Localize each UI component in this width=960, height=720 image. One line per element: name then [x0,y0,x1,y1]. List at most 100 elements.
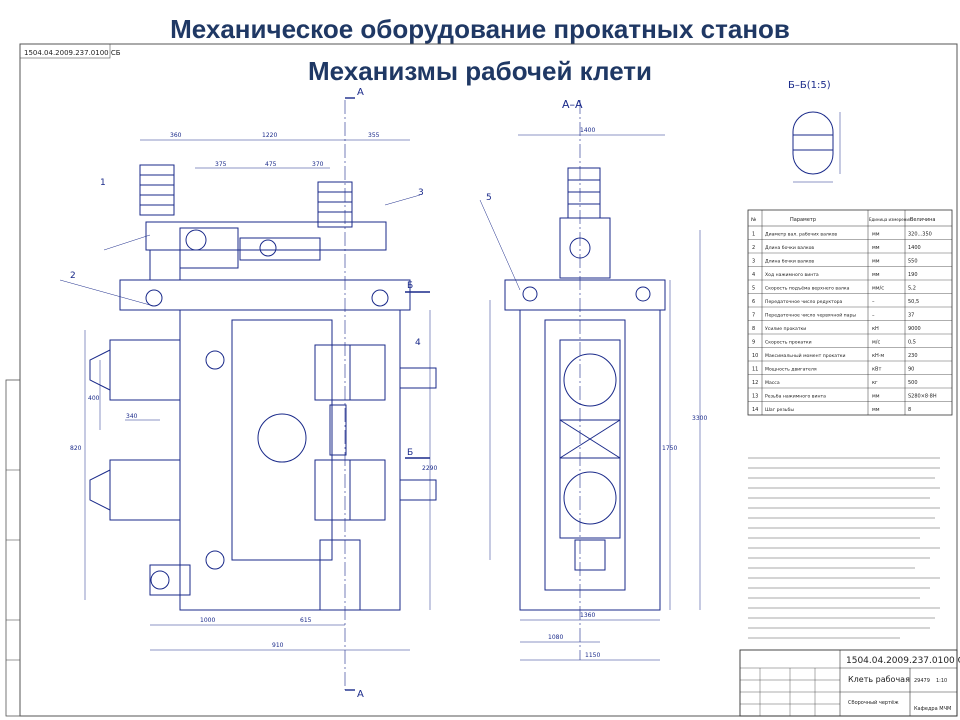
spec-cell-n: 6 [752,299,755,305]
spec-cell-v: 1400 [908,245,921,251]
spec-cell-u: мм [872,272,880,278]
spec-cell-p: Мощность двигателя [765,366,817,372]
spec-cell-u: мм [872,393,880,399]
spec-cell-v: 90 [908,366,914,372]
dim-615: 615 [300,617,312,624]
spec-cell-n: 5 [752,285,755,291]
dim-1000: 1000 [200,617,215,624]
spec-cell-p: Диаметр вал. рабочих валков [765,231,837,237]
callout-1: 1 [100,178,106,188]
spec-cell-u: кг [872,380,878,386]
cut-label-b-top: Б [407,281,413,291]
roll-axis [257,413,307,463]
spec-cell-u: кН·м [872,353,884,359]
stamp-code: 1504.04.2009.237.0100 СБ [846,656,960,666]
spec-cell-p: Длина бочки валков [765,245,814,251]
callout-3: 3 [418,188,424,198]
dim-3300: 3300 [692,415,707,422]
spec-cell-p: Передаточное число редуктора [765,299,843,305]
dim-370: 370 [312,161,324,168]
spec-cell-n: 10 [752,353,758,359]
spec-cell-v: 0,5 [908,339,916,345]
spec-cell-n: 4 [752,272,755,278]
spec-cell-v: 50,5 [908,299,919,305]
lower-shaft-end [399,479,437,501]
spec-cell-n: 11 [752,366,758,372]
spec-cell-v: 320...350 [908,231,932,237]
dim-360: 360 [170,132,182,139]
dim-1750: 1750 [662,445,677,452]
section-aa-view [479,100,701,661]
spec-cell-v: 190 [908,272,918,278]
callout-2: 2 [70,271,76,281]
spec-header-param: Параметр [790,217,816,223]
spec-cell-v: 500 [908,380,918,386]
stamp-scale: 1:10 [936,678,947,684]
section-bb-label: Б–Б(1:5) [788,80,831,91]
sheet-frame [19,43,958,717]
spec-cell-u: мм [872,231,880,237]
dim-475: 475 [265,161,277,168]
spec-cell-u: кВт [872,366,881,372]
stamp-org: Кафедра МЧМ [914,706,951,712]
spec-cell-n: 2 [752,245,755,251]
spec-cell-v: 230 [908,353,918,359]
dim-1220: 1220 [262,132,277,139]
cut-label-b-bottom: Б [407,448,413,458]
spec-cell-v: 5,2 [908,285,916,291]
dim-400: 400 [88,395,100,402]
spec-header-unit: Единица измерения [869,217,912,222]
dim-355: 355 [368,132,380,139]
stamp-top-text: 1504.04.2009.237.0100 СБ [24,49,121,57]
section-bb-view [792,111,841,183]
spec-cell-u: – [872,299,875,305]
spec-header-value: Величина [910,217,936,223]
stamp-sub: Сборочный чертёж [848,699,899,706]
cut-label-a-top: А [357,87,364,98]
spec-cell-u: мм [872,407,880,413]
spec-cell-n: 7 [752,312,755,318]
spec-cell-v: S280×8·8H [908,393,937,399]
spec-cell-p: Шаг резьбы [765,407,794,413]
callout-4: 4 [415,338,421,348]
stamp-mass: 29479 [914,678,930,684]
spec-cell-p: Резьба нажимного винта [765,393,826,399]
spec-cell-u: мм/с [872,285,884,291]
motor-side [567,167,601,219]
front-view [59,97,437,691]
screw-section [792,111,834,175]
side-strip [5,379,21,717]
spec-cell-u: мм [872,245,880,251]
spec-cell-n: 13 [752,393,758,399]
motor-right [317,181,353,228]
title-block: 1504.04.2009.237.0100 СБ Клеть рабочая С… [739,649,960,717]
spec-cell-p: Длина бочки валков [765,258,814,264]
dim-910: 910 [272,642,284,649]
spec-cell-u: – [872,312,875,318]
spec-cell-v: 8 [908,407,911,413]
spec-cell-n: 14 [752,407,758,413]
stamp-name: Клеть рабочая [848,675,910,684]
spec-cell-n: 3 [752,258,755,264]
spec-cell-p: Скорость подъёма верхнего валка [765,285,850,291]
dim-340: 340 [126,413,138,420]
dim-375: 375 [215,161,227,168]
spec-cell-p: Максимальный момент прокатки [765,352,846,359]
slide-title: Механическое оборудование прокатных стан… [170,14,790,44]
dim-1400: 1400 [580,127,595,134]
dim-820: 820 [70,445,82,452]
callout-5: 5 [486,193,492,203]
slide-subtitle: Механизмы рабочей клети [307,56,653,86]
spec-cell-p: Масса [765,380,780,386]
dim-1080: 1080 [548,634,563,641]
spec-header-no: № [751,217,757,223]
spec-cell-n: 1 [752,231,755,237]
spec-cell-n: 9 [752,339,755,345]
dim-2290: 2290 [422,465,437,472]
spec-cell-p: Скорость прокатки [765,339,812,345]
cut-label-a-bottom: А [357,689,364,700]
dim-1360: 1360 [580,612,595,619]
upper-shaft-end [399,367,437,389]
window-section [544,319,626,591]
